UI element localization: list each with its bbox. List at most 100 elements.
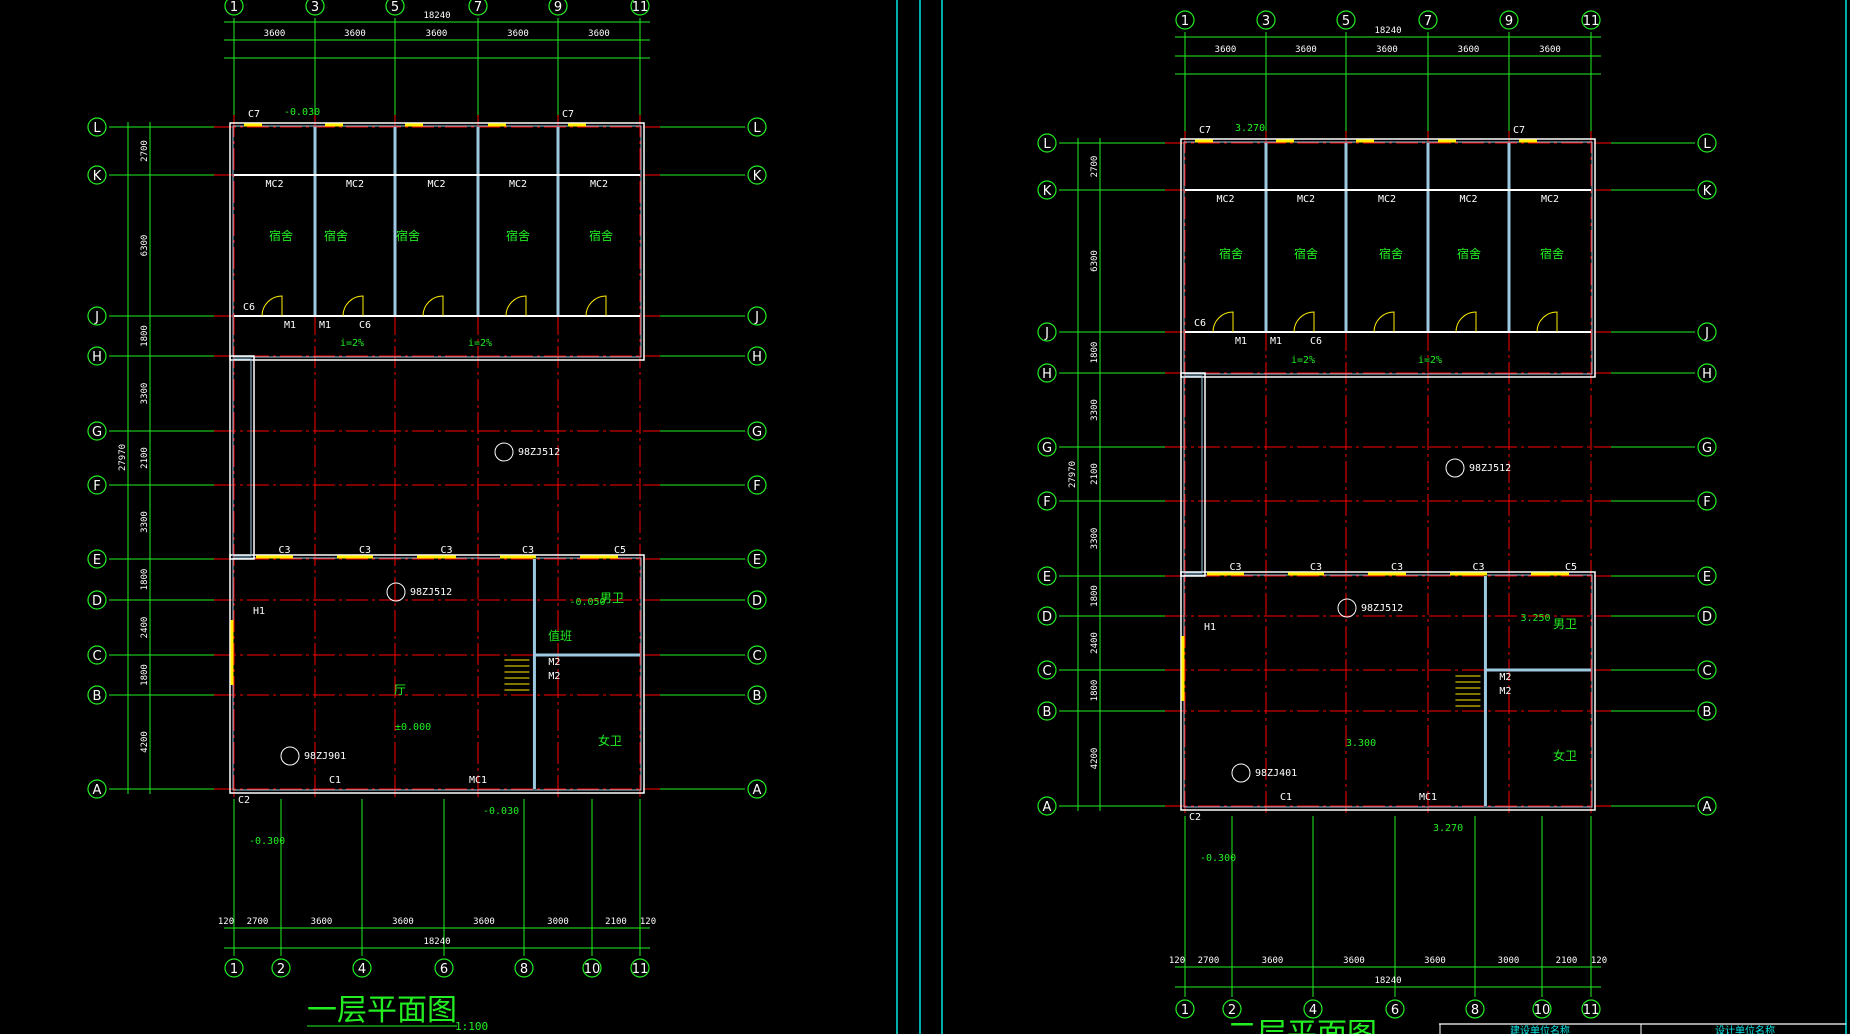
column-axis-bubble [1581,10,1601,30]
row-axis-left-label: B [1043,705,1052,720]
row-axis-right-label: E [753,553,761,568]
column-axis-label: 9 [1505,14,1513,29]
row-axis-right-bubble [1697,566,1717,586]
dimension-bay: 3600 [507,29,529,39]
detail-ref-label: 98ZJ512 [518,447,560,458]
elevation-mark: -0.030 [284,107,320,118]
dimension-bay: 3600 [1376,45,1398,55]
title-block-cell-1: 建设单位名称 [1510,1024,1570,1034]
door-window-tag: M1 [1235,336,1247,347]
bottom-axis-bubble [1385,999,1405,1019]
row-axis-left-bubble [87,421,107,441]
dimension-side: 1800 [1090,585,1100,607]
door-window-tag: C7 [1513,125,1525,136]
door-window-tag: H1 [1204,622,1216,633]
row-axis-right-bubble [747,779,767,799]
row-axis-left-label: A [93,783,102,798]
row-axis-left-bubble [1037,796,1057,816]
row-axis-right-bubble [1697,606,1717,626]
detail-ref-label: 98ZJ401 [1255,768,1297,779]
column-axis-label: 3 [1262,14,1270,29]
elevation-mark: i=2% [340,338,364,349]
detail-ref-bubble [280,746,300,766]
row-axis-right-bubble [747,346,767,366]
dimension-bay: 120 [640,917,656,927]
column-axis-label: 7 [1424,14,1432,29]
door-window-tag: M2 [1499,672,1511,683]
row-axis-right-label: B [1703,705,1712,720]
bottom-axis-bubble [1303,999,1323,1019]
door-window-tag: M1 [284,320,296,331]
bottom-axis-label: 2 [277,962,285,977]
door-swing [1212,311,1234,333]
row-axis-right-bubble [1697,491,1717,511]
dimension-bay: 3600 [392,917,414,927]
dimension-side: 3300 [140,383,150,405]
row-axis-right-label: G [752,425,762,440]
room-label: 宿舍 [1540,246,1564,261]
dimension-bay: 3600 [311,917,333,927]
column-axis-bubble [385,0,405,16]
row-axis-right-bubble [747,306,767,326]
row-axis-left-bubble [87,590,107,610]
dimension-bay: 2700 [1198,956,1220,966]
bottom-axis-label: 4 [1309,1003,1317,1018]
bottom-axis-label: 6 [440,962,448,977]
elevation-mark: -0.300 [1200,853,1236,864]
dimension-side: 3300 [140,511,150,533]
column-axis-bubble [548,0,568,16]
row-axis-right-label: F [1703,495,1710,510]
row-axis-right-label: J [1704,326,1709,341]
column-axis-bubble [1418,10,1438,30]
dimension-side: 2100 [1090,463,1100,485]
column-axis-bubble [305,0,325,16]
detail-ref-label: 98ZJ512 [1361,603,1403,614]
elevation-mark: -0.030 [483,806,519,817]
row-axis-left-bubble [1037,437,1057,457]
row-axis-left-bubble [87,645,107,665]
door-swing [505,295,527,317]
row-axis-left-bubble [1037,180,1057,200]
row-axis-left-bubble [87,165,107,185]
row-axis-left-bubble [1037,322,1057,342]
door-window-tag: C6 [359,320,371,331]
room-label: 宿舍 [396,228,420,243]
dimension-bay: 3600 [1295,45,1317,55]
row-axis-right-label: C [1702,664,1711,679]
dimension-bay: 3600 [1458,45,1480,55]
row-axis-right-label: D [752,594,762,609]
dimension-bay: 3000 [547,917,569,927]
bottom-axis-bubble [352,958,372,978]
elevation-mark: -0.300 [249,836,285,847]
dimension-bay: 120 [218,917,234,927]
plan-title: 一层平面图 [307,993,457,1028]
detail-ref-bubble [494,442,514,462]
bottom-axis-bubble [514,958,534,978]
dormitory-block-wall-inner [232,125,642,358]
door-window-tag: MC1 [1419,792,1437,803]
elevation-mark: 3.250 [1520,613,1550,624]
row-axis-left-label: H [92,350,102,365]
row-axis-right-label: F [753,479,760,494]
row-axis-right-label: E [1703,570,1711,585]
bottom-axis-label: 4 [358,962,366,977]
dimension-bay: 3600 [264,29,286,39]
dimension-bay: 3600 [344,29,366,39]
bottom-axis-label: 8 [520,962,528,977]
row-axis-right-label: D [1702,610,1712,625]
elevation-mark: 3.300 [1346,738,1376,749]
door-window-tag: MC1 [469,775,487,786]
row-axis-right-label: J [754,310,759,325]
door-window-tag: C2 [1189,812,1201,823]
row-axis-left-label: B [93,689,102,704]
row-axis-right-bubble [747,421,767,441]
door-window-tag: C3 [1310,562,1322,573]
detail-ref-bubble [1445,458,1465,478]
row-axis-left-label: A [1043,800,1052,815]
dimension-side-total: 27970 [1068,461,1078,488]
dimension-side: 6300 [140,235,150,257]
dimension-bay: 3600 [1539,45,1561,55]
corridor-wall-inner [232,358,252,557]
dimension-bay: 120 [1591,956,1607,966]
